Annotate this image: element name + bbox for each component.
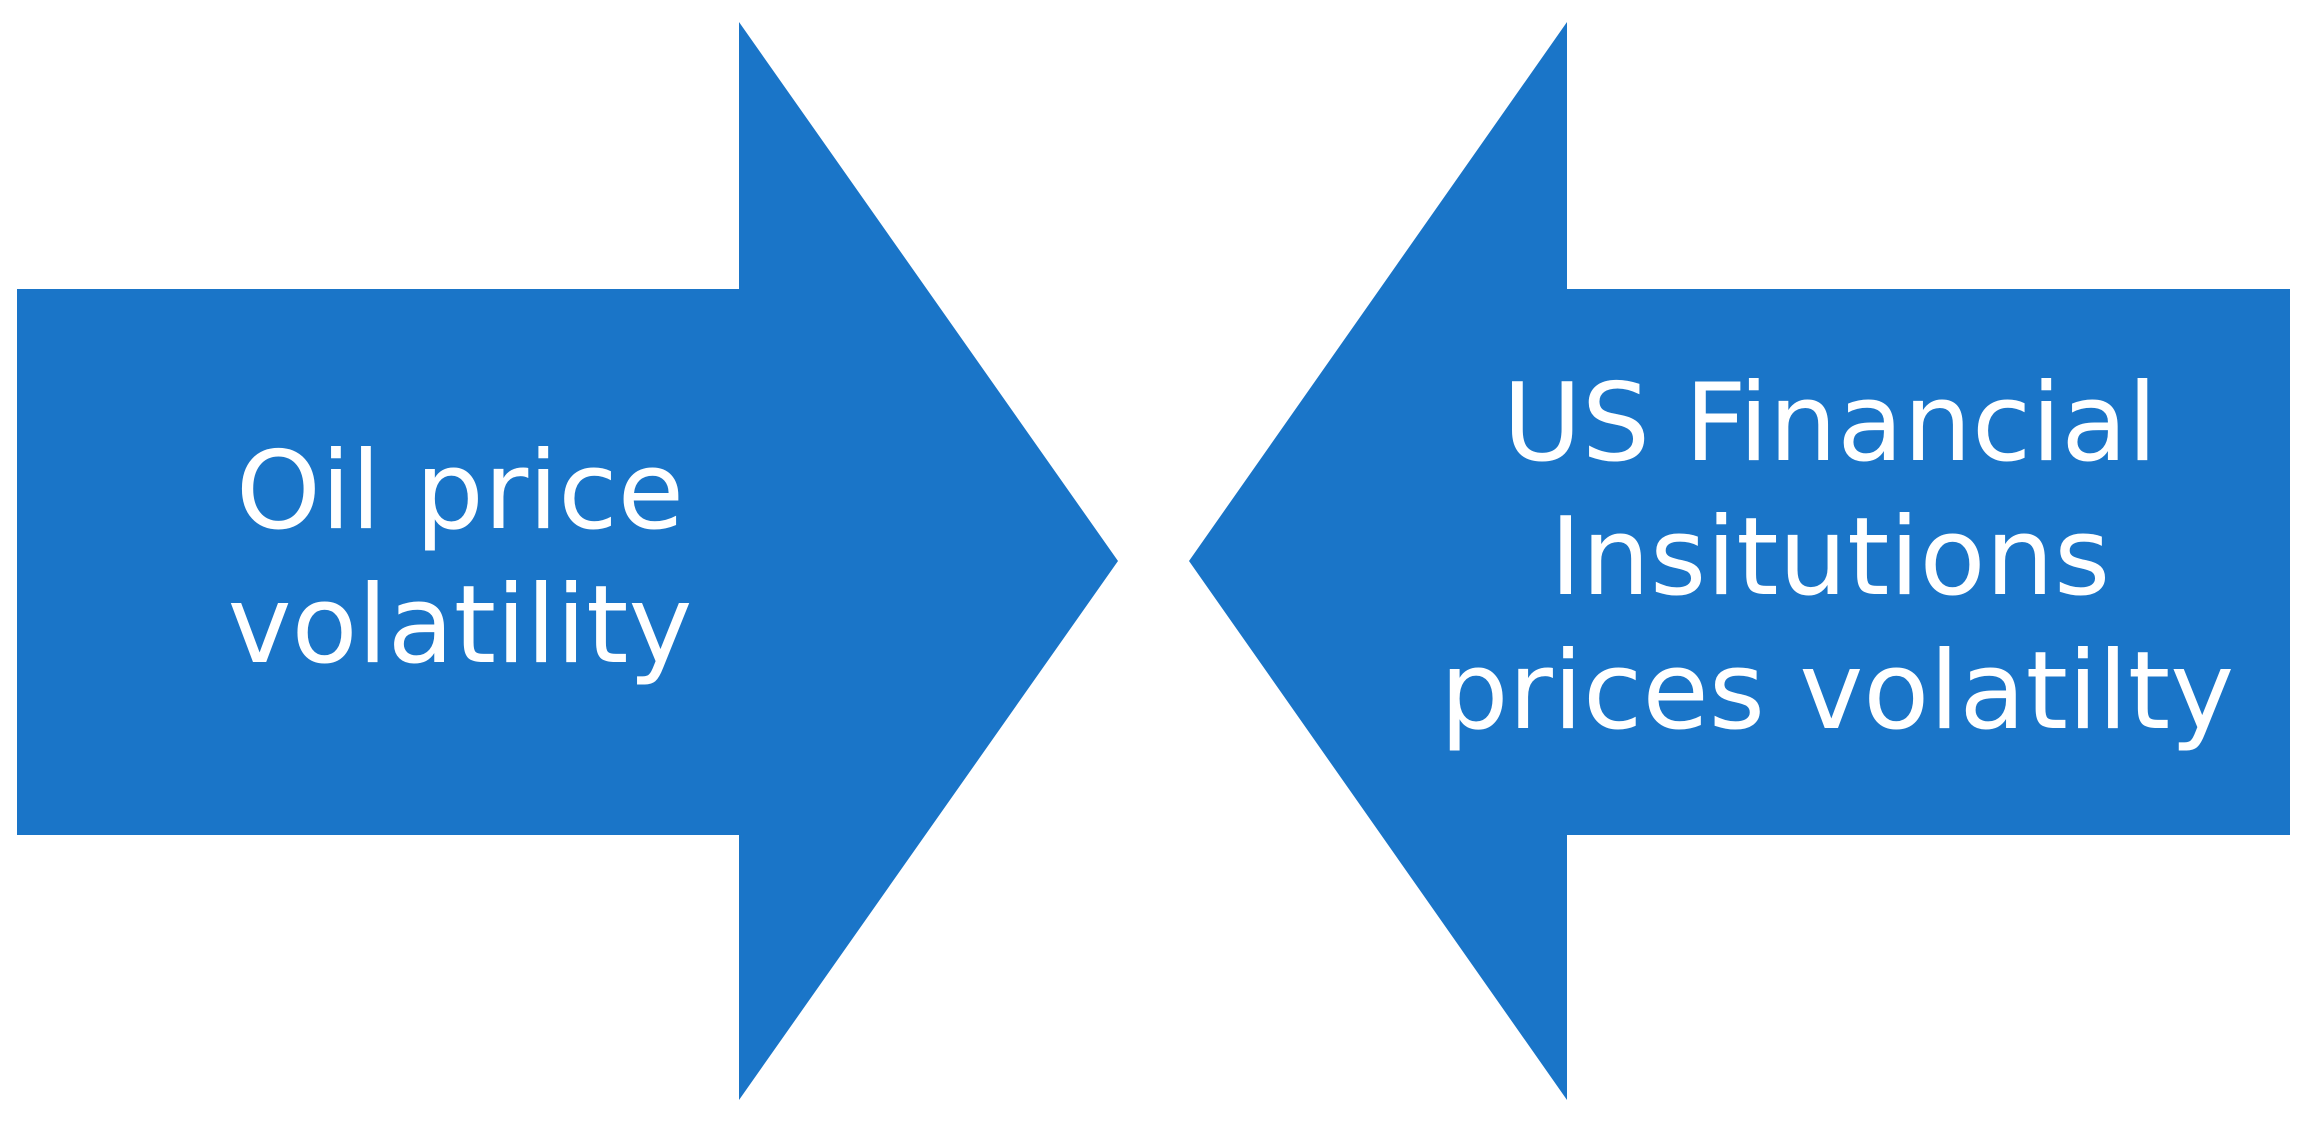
left-arrow-label-line: volatility: [227, 563, 693, 688]
left-arrow-label-line: Oil price: [235, 429, 685, 554]
left-arrow-label: Oil price volatility: [200, 425, 720, 693]
right-arrow-label: US Financial Insitutions prices volatilt…: [1440, 357, 2235, 759]
right-arrow-label-line: US Financial: [1502, 361, 2158, 486]
right-pointing-arrow: [17, 22, 1118, 1100]
right-arrow-label-line: Insitutions: [1549, 495, 2111, 620]
left-pointing-arrow: [1189, 22, 2290, 1100]
right-arrow-label-line: prices volatilty: [1440, 629, 2235, 754]
